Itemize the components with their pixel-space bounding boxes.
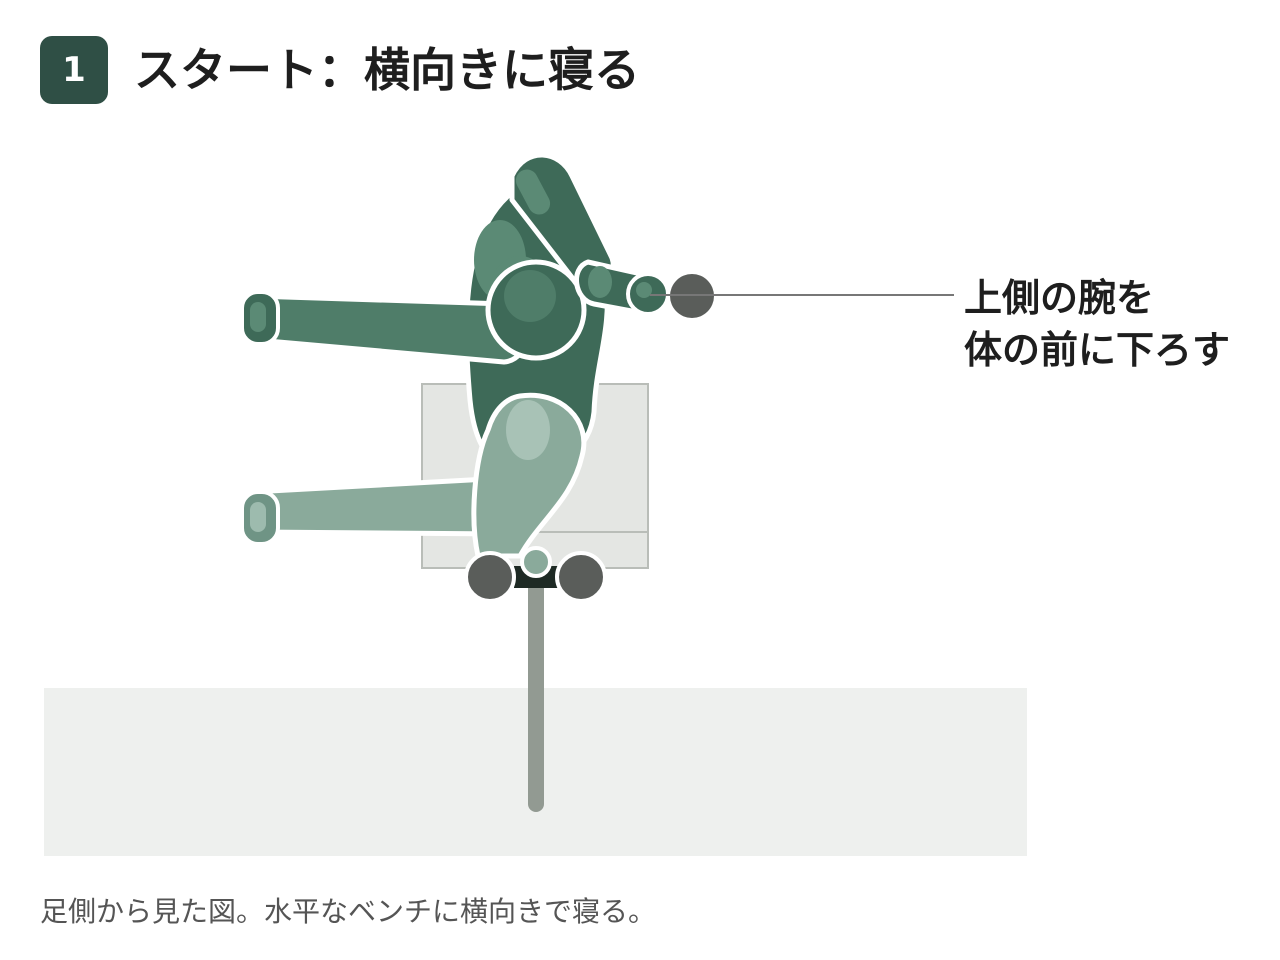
lower-dumbbell-left-plate — [464, 551, 516, 603]
raised-upper-arm-highlight — [515, 169, 551, 215]
step-number-badge: 1 — [40, 36, 108, 104]
step-title: スタート：横向きに寝る — [134, 43, 640, 97]
lower-dumbbell-right-plate — [555, 551, 607, 603]
raised-hand-highlight — [636, 282, 652, 298]
figure-caption: 足側から見た図。水平なベンチに横向きで寝る。 — [40, 895, 657, 928]
callout-line-1: 上側の腕を — [964, 276, 1155, 320]
lower-hand-grip — [520, 546, 552, 578]
callout-line-2: 体の前に下ろす — [964, 328, 1231, 372]
upper-hand-highlight — [250, 302, 266, 332]
callout-label: 上側の腕を 体の前に下ろす — [964, 272, 1264, 376]
raised-forearm-highlight — [588, 266, 612, 298]
shoulder-joint-inner — [504, 270, 556, 322]
hip-highlight — [506, 400, 550, 460]
hip — [471, 392, 587, 559]
lower-hand-highlight — [250, 502, 266, 532]
